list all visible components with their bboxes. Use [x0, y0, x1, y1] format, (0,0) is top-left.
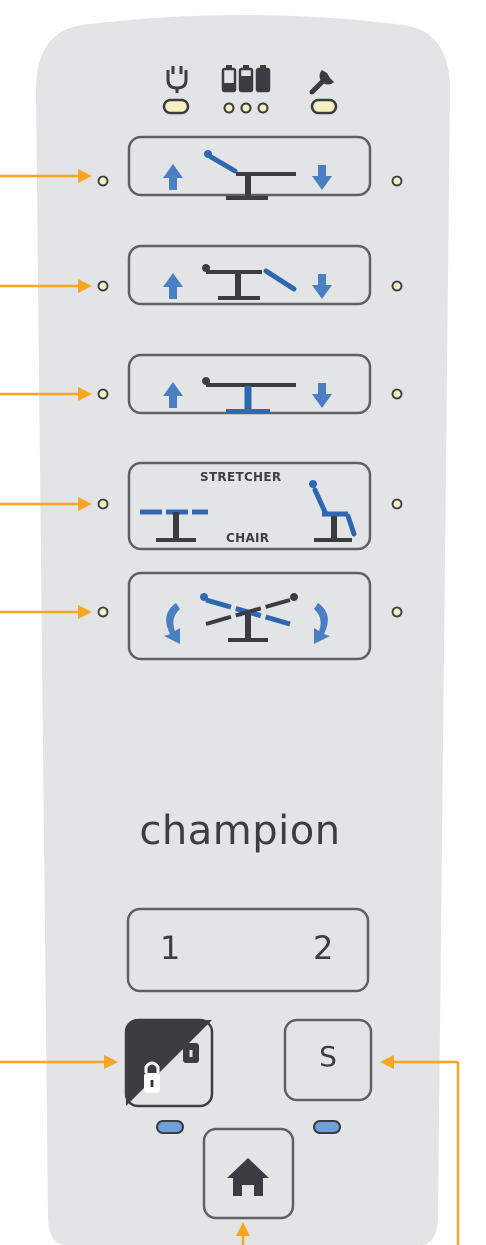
bed-back-tilt-icon	[204, 150, 296, 200]
memory-button[interactable]	[126, 907, 370, 993]
stretcher-chair-button[interactable]	[127, 461, 372, 551]
lock-unlock-button[interactable]	[124, 1018, 214, 1108]
rotate-left-icon	[164, 603, 180, 644]
stretcher-label: STRETCHER	[200, 470, 282, 484]
up-arrow-icon	[163, 273, 183, 299]
indicator-right-3	[391, 388, 403, 400]
rotate-right-icon	[314, 603, 330, 644]
down-arrow-icon	[312, 274, 332, 299]
brand-logo: champion	[139, 808, 341, 854]
lock-open-icon	[183, 1029, 200, 1063]
indicator-right-1	[391, 175, 403, 187]
bed-tilt-icon	[200, 593, 298, 642]
up-arrow-icon	[163, 382, 183, 408]
indicator-left-3	[97, 388, 109, 400]
indicator-right-5	[391, 606, 403, 618]
indicator-left-2	[97, 280, 109, 292]
bed-leg-tilt-icon	[202, 264, 297, 300]
down-arrow-icon	[312, 165, 332, 190]
memory-2-label: 2	[313, 929, 334, 967]
stretcher-icon	[140, 509, 208, 542]
bed-height-icon	[202, 377, 296, 413]
lock-closed-icon	[144, 1061, 160, 1093]
indicator-left-5	[97, 606, 109, 618]
service-indicator	[310, 98, 338, 115]
home-button[interactable]	[202, 1127, 295, 1220]
back-tilt-button[interactable]	[127, 135, 372, 200]
s-indicator	[313, 1120, 341, 1134]
s-button-label: S	[319, 1040, 337, 1073]
battery-indicators	[223, 102, 269, 114]
trendelenburg-button[interactable]	[127, 571, 372, 661]
chair-label: CHAIR	[226, 531, 270, 545]
indicator-right-4	[391, 498, 403, 510]
chair-icon	[309, 480, 357, 542]
memory-1-label: 1	[160, 929, 181, 967]
height-button[interactable]	[127, 353, 372, 415]
callout-arrows	[0, 169, 460, 1245]
down-arrow-icon	[312, 383, 332, 408]
battery-level-icon	[221, 65, 271, 93]
leg-tilt-button[interactable]	[127, 244, 372, 306]
power-plug-icon	[166, 66, 188, 93]
indicator-right-2	[391, 280, 403, 292]
indicator-left-4	[97, 498, 109, 510]
s-button[interactable]	[283, 1018, 373, 1102]
wrench-service-icon	[309, 70, 334, 95]
up-arrow-icon	[163, 164, 183, 190]
indicator-left-1	[97, 175, 109, 187]
home-icon	[227, 1158, 269, 1196]
power-indicator	[162, 98, 190, 115]
lock-indicator	[156, 1120, 184, 1134]
